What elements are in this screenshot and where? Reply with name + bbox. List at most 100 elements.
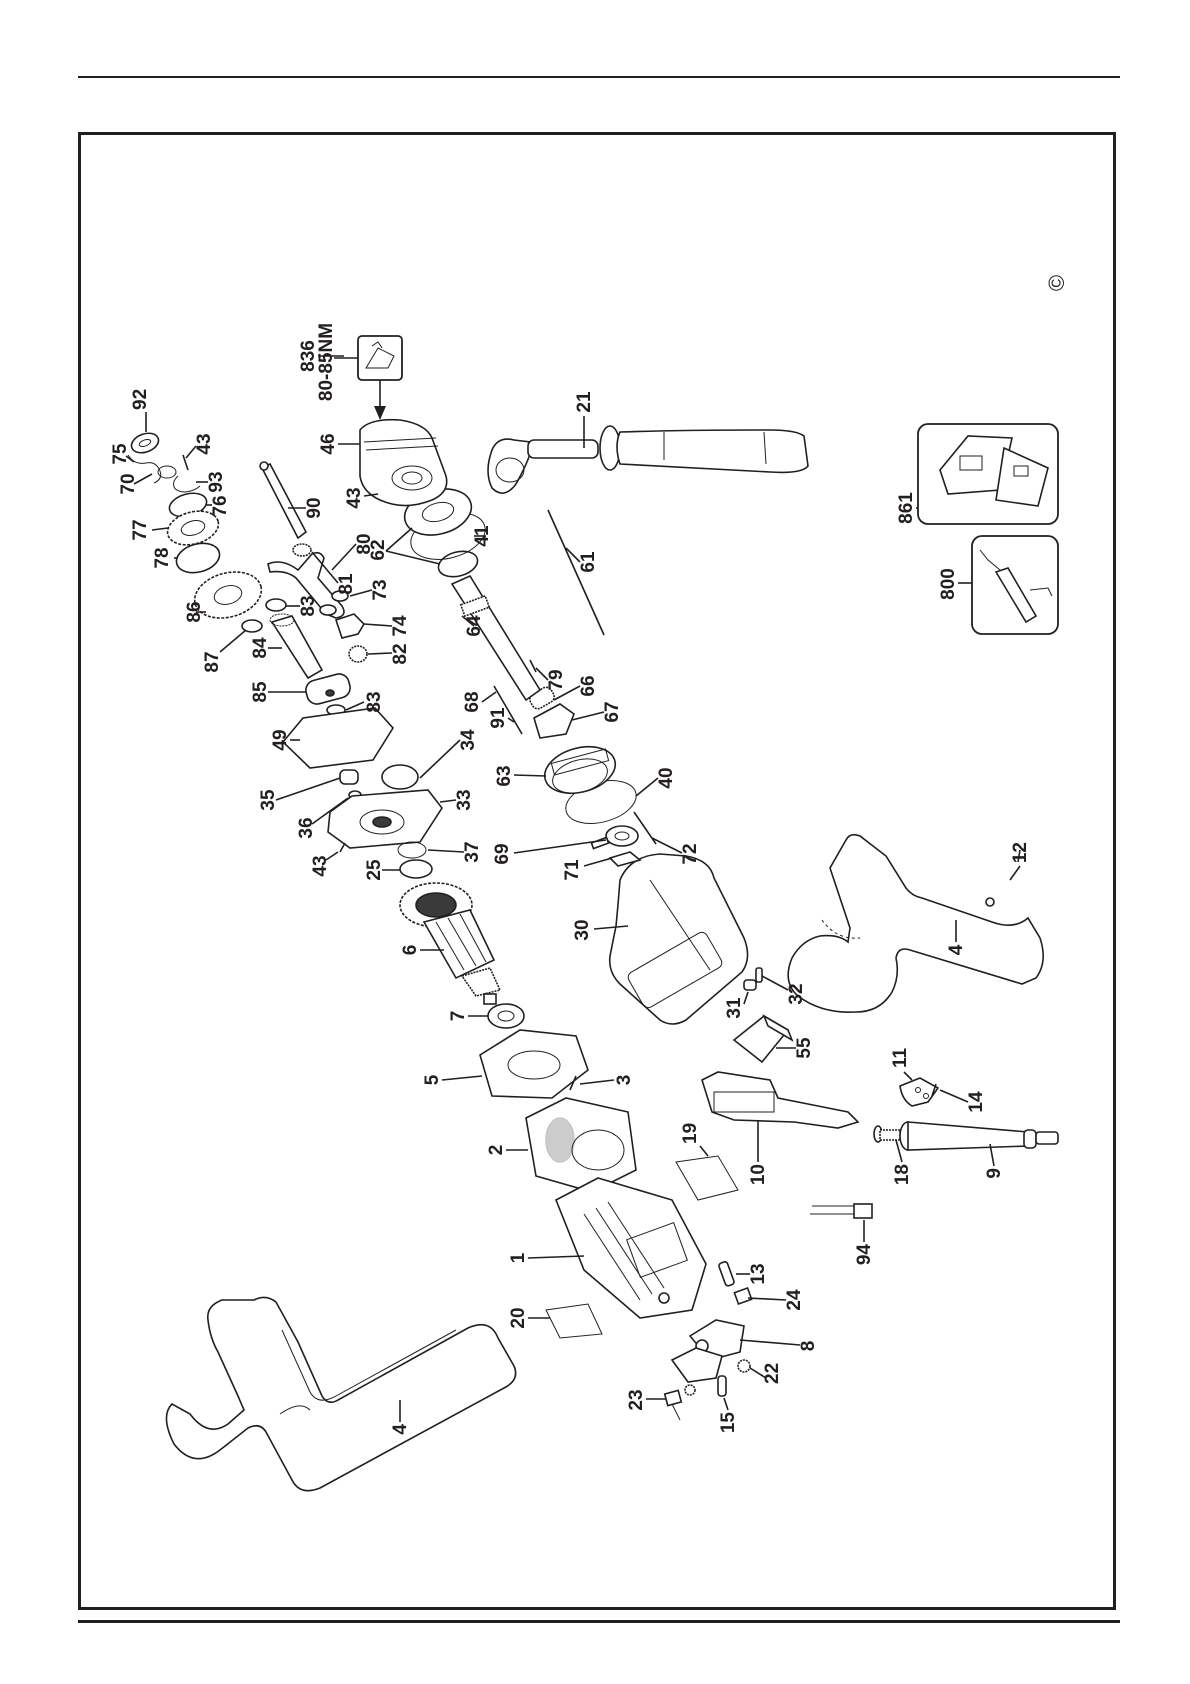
callout-3: 3 xyxy=(614,1075,635,1086)
part-800-accessory-box xyxy=(971,535,1059,635)
callout-94: 94 xyxy=(854,1244,875,1266)
callout-92: 92 xyxy=(130,389,151,410)
part-80-fork xyxy=(267,551,345,619)
callout-83: 83 xyxy=(298,595,319,616)
leader-lines xyxy=(125,355,1021,1422)
callout-labels: 92 75 70 43 93 76 77 78 86 87 84 85 83 8… xyxy=(110,275,1069,1435)
callout-61: 61 xyxy=(578,551,599,573)
part-19-label xyxy=(675,1155,739,1201)
parts-layer xyxy=(127,335,1059,1492)
part-93-circlip xyxy=(173,475,201,493)
callout-82: 82 xyxy=(390,643,411,664)
part-7-bearing xyxy=(487,1003,525,1029)
part-63-collar xyxy=(543,745,617,795)
part-81-spring xyxy=(292,543,312,557)
part-8-brush-holder-2 xyxy=(670,1347,723,1383)
callout-800: 800 xyxy=(938,568,959,600)
part-71-clip xyxy=(608,851,642,867)
part-49-gasket xyxy=(281,707,394,769)
part-spring-2 xyxy=(684,1384,696,1396)
part-23-brush xyxy=(663,1389,683,1421)
part-77-gear xyxy=(166,510,220,546)
callout-12: 12 xyxy=(1010,842,1031,863)
part-79-pin xyxy=(529,659,537,673)
callout-18: 18 xyxy=(892,1164,913,1185)
callout-7: 7 xyxy=(448,1011,469,1022)
part-64-spindle xyxy=(450,574,542,702)
callout-40: 40 xyxy=(656,767,677,788)
callout-36: 36 xyxy=(296,817,317,838)
callout-77: 77 xyxy=(130,519,151,540)
callout-49: 49 xyxy=(270,729,291,750)
callout-86: 86 xyxy=(184,601,205,622)
part-9-cord-guard xyxy=(873,1121,1059,1151)
part-30-gear-housing xyxy=(608,853,749,1025)
part-73-washer xyxy=(331,590,349,602)
callout-93: 93 xyxy=(206,471,227,492)
part-3-screw xyxy=(569,1075,577,1091)
copyright-mark: © xyxy=(1044,275,1069,291)
part-21-side-handle xyxy=(487,425,809,494)
callout-9: 9 xyxy=(984,1168,1005,1179)
footer-rule xyxy=(78,1620,1120,1623)
part-34-bearing xyxy=(381,764,419,790)
part-836-chuck-key-box xyxy=(357,335,403,381)
header-rule xyxy=(78,76,1120,78)
part-4-handle-half-left xyxy=(165,1296,517,1492)
callout-33: 33 xyxy=(454,789,475,810)
part-22-spring xyxy=(737,1359,751,1373)
callout-20: 20 xyxy=(508,1307,529,1328)
callout-66: 66 xyxy=(578,675,599,696)
part-69-lever xyxy=(590,825,639,850)
part-24-brush xyxy=(733,1286,753,1306)
part-861-kit-box xyxy=(917,423,1059,525)
part-94-suppressor xyxy=(810,1203,873,1219)
torque-note: 80-85NM xyxy=(316,323,337,401)
callout-24: 24 xyxy=(784,1289,805,1311)
part-5-baffle xyxy=(479,1029,589,1099)
callout-836: 836 xyxy=(298,340,319,372)
part-74-lever xyxy=(334,613,366,639)
callout-861: 861 xyxy=(896,492,917,524)
part-85-bearing xyxy=(305,673,351,705)
part-25-bearing xyxy=(399,859,433,879)
callout-69: 69 xyxy=(492,843,513,864)
callout-79: 79 xyxy=(546,669,567,690)
part-67-cam xyxy=(533,703,575,739)
part-10-switch xyxy=(701,1071,860,1129)
part-35-bushing xyxy=(339,769,359,785)
callout-15: 15 xyxy=(718,1412,739,1434)
callout-62: 62 xyxy=(368,539,389,560)
part-78-clutch xyxy=(175,542,221,574)
part-14-screw xyxy=(931,1083,937,1097)
part-82-spring xyxy=(348,645,368,663)
part-92-washer xyxy=(130,432,160,454)
callout-84: 84 xyxy=(250,637,271,659)
callout-11: 11 xyxy=(890,1047,911,1068)
part-62-bearing xyxy=(437,550,479,578)
callout-32: 32 xyxy=(786,983,807,1004)
part-86-gear xyxy=(193,571,263,619)
callout-37: 37 xyxy=(462,841,483,862)
callout-43: 43 xyxy=(194,433,215,454)
part-90-shaft xyxy=(259,461,308,540)
callout-80: 80 xyxy=(354,533,375,554)
part-61-depth-rod-inner xyxy=(547,509,605,636)
part-83-washer xyxy=(265,598,287,612)
callout-46: 46 xyxy=(318,433,339,454)
callout-55: 55 xyxy=(794,1037,815,1059)
part-87-washer xyxy=(241,619,263,633)
callout-87: 87 xyxy=(202,651,223,672)
callout-41: 41 xyxy=(472,525,493,547)
callout-75: 75 xyxy=(110,443,131,465)
callout-13: 13 xyxy=(748,1263,769,1284)
callout-19: 19 xyxy=(680,1123,701,1144)
callout-21: 21 xyxy=(574,391,595,413)
callout-30: 30 xyxy=(572,919,593,940)
callout-6: 6 xyxy=(400,945,421,956)
part-43-pin xyxy=(182,454,189,471)
part-15-screw xyxy=(717,1375,727,1397)
callout-22: 22 xyxy=(762,1363,783,1384)
callout-64: 64 xyxy=(464,615,485,637)
